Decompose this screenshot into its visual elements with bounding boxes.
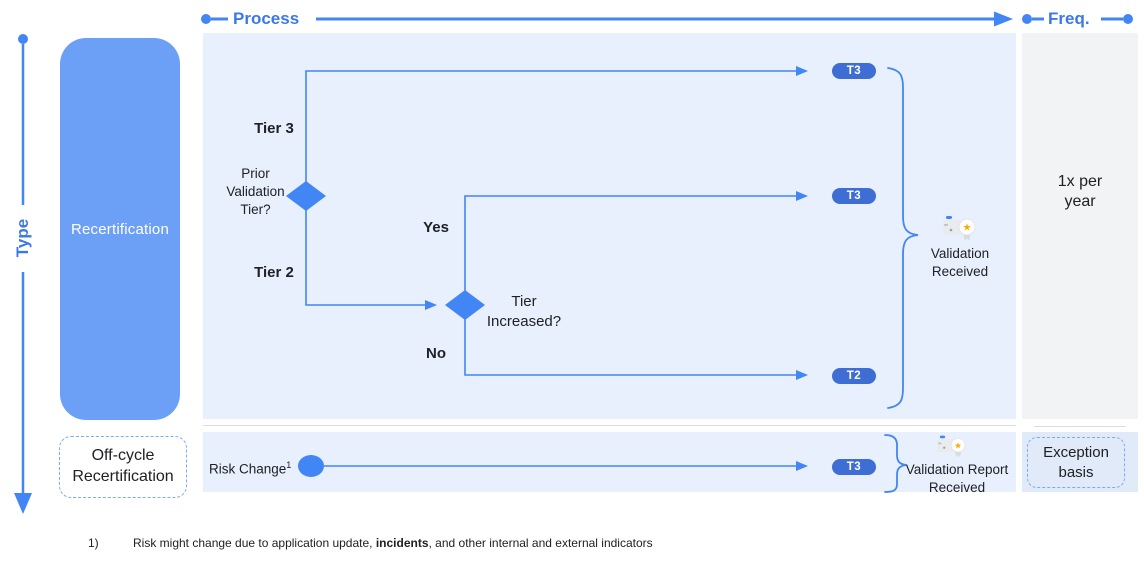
certificate-icon: ★ [936, 433, 968, 459]
freq-divider [1034, 426, 1126, 427]
prior-validation-tier-label: Prior Validation Tier? [226, 166, 285, 218]
certificate-icon: ★ [942, 213, 978, 243]
process-axis-label: Process [233, 9, 300, 28]
tier-increased-label: Tier Increased? [486, 293, 562, 331]
footnote-number: 1) [88, 536, 99, 550]
risk-change-footnote-ref: 1 [286, 460, 292, 470]
freq-panel-recertification [1022, 33, 1138, 419]
offcycle-type-box: Off-cycle Recertification [59, 436, 187, 498]
validation-received-label: Validation Received [930, 246, 990, 280]
yes-branch-label: Yes [423, 219, 449, 236]
type-axis [14, 34, 32, 514]
freq-axis-label: Freq. [1048, 9, 1090, 28]
tier-pill-offcycle: T3 [832, 459, 876, 475]
validation-report-received-label: Validation Report Received [905, 462, 1009, 496]
offcycle-type-label-line1: Off-cycle [91, 447, 155, 465]
process-axis [201, 11, 1013, 27]
offcycle-type-label-line2: Recertification [72, 468, 174, 485]
type-axis-label: Type [13, 218, 32, 258]
process-panel-offcycle [203, 432, 1016, 492]
row-divider [203, 425, 1016, 426]
tier2-branch-label: Tier 2 [254, 264, 294, 281]
tier-pill-middle: T3 [832, 188, 876, 204]
process-panel-recertification [203, 33, 1016, 419]
footnote: 1) Risk might change due to application … [88, 536, 788, 550]
frequency-offcycle-box: Exception basis [1027, 437, 1125, 488]
tier3-branch-label: Tier 3 [254, 120, 294, 137]
frequency-recertification: 1x per year [1057, 173, 1103, 211]
no-branch-label: No [426, 345, 446, 362]
svg-text:★: ★ [954, 441, 962, 451]
risk-change-label: Risk Change1 [209, 460, 292, 477]
footnote-text: Risk might change due to application upd… [133, 536, 653, 550]
svg-text:★: ★ [963, 223, 972, 234]
tier-pill-bottom: T2 [832, 368, 876, 384]
recertification-type-box: Recertification [60, 38, 180, 420]
tier-pill-top: T3 [832, 63, 876, 79]
recertification-type-label: Recertification [70, 220, 170, 238]
